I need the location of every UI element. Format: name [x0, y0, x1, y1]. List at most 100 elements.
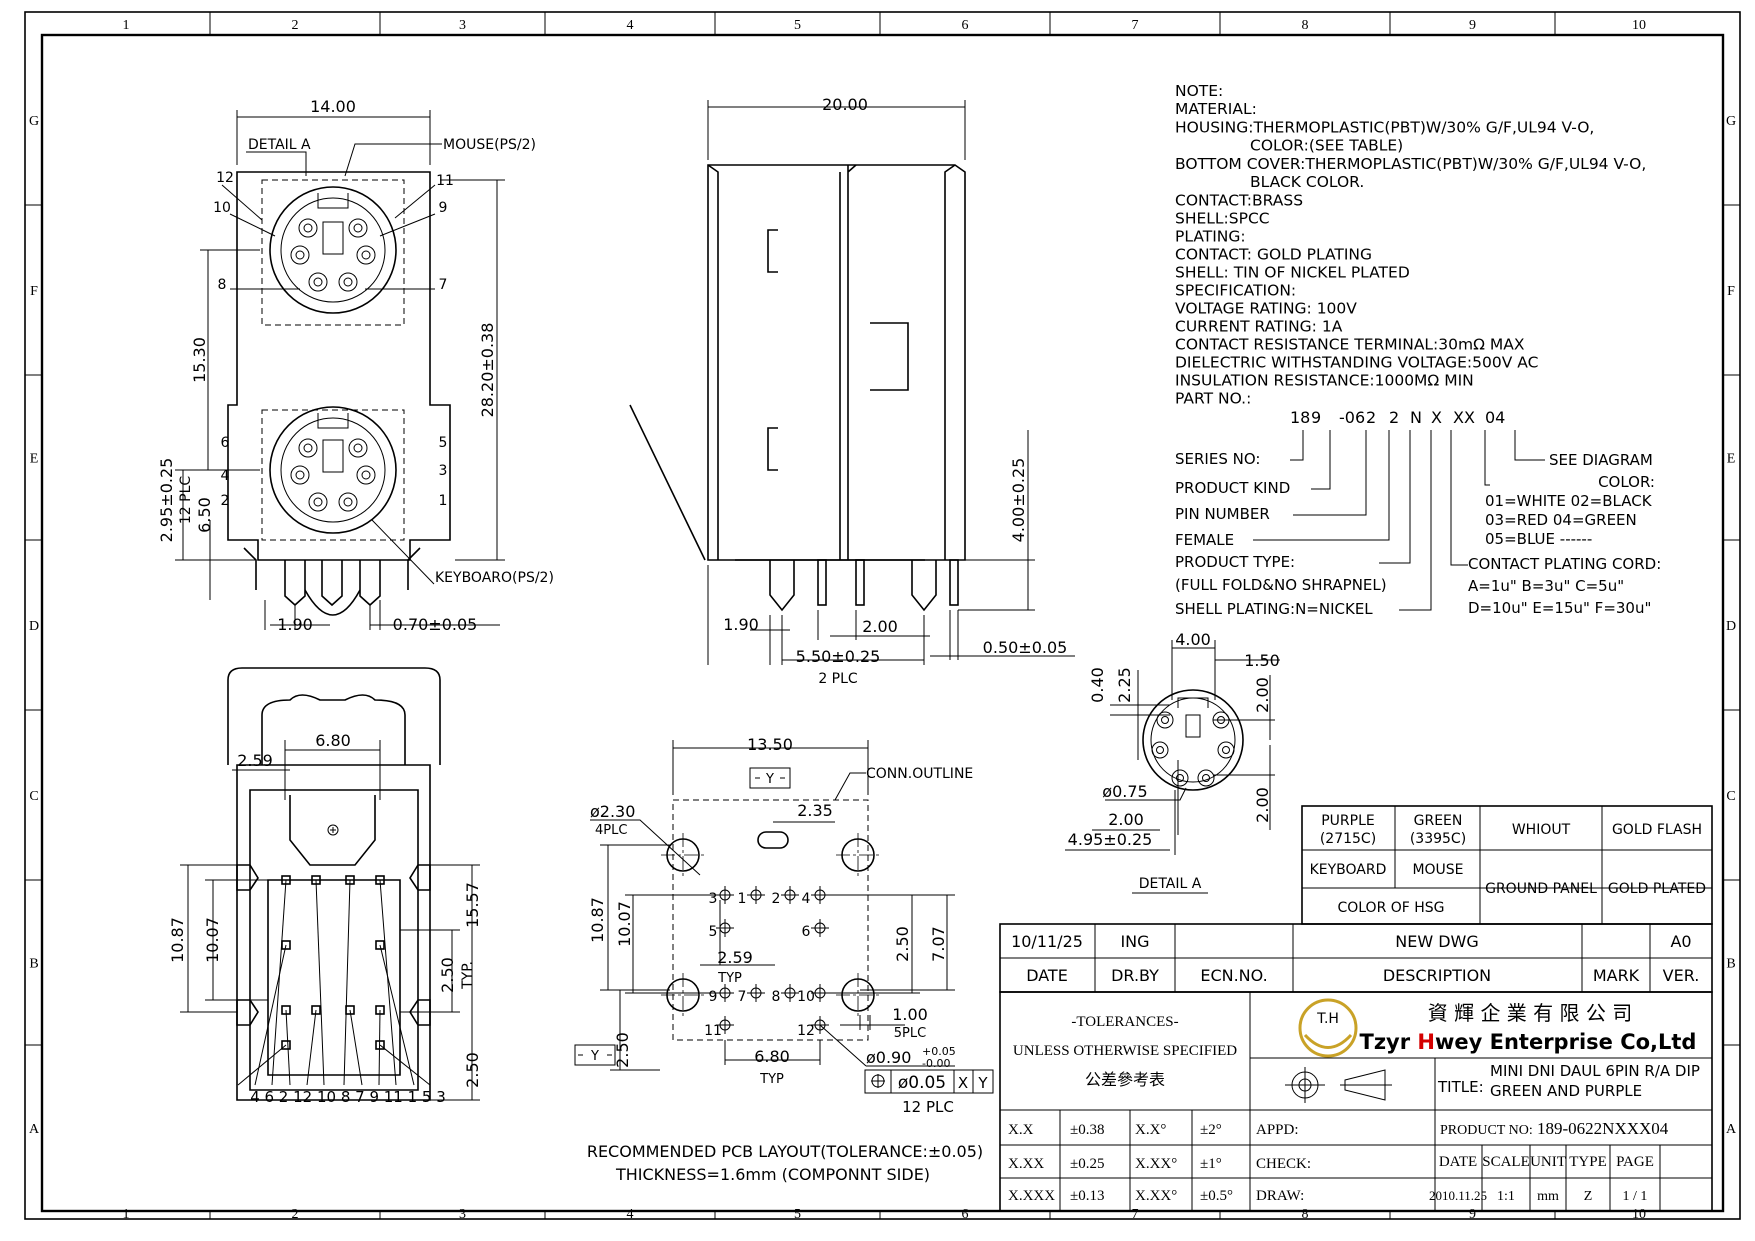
pin-hole-core: [313, 277, 323, 287]
tolerance-cell: ±1°: [1200, 1156, 1222, 1172]
side-dim-20-00: 20.00: [822, 95, 868, 114]
front-pin-number: 2: [221, 493, 230, 509]
mouse-label: MOUSE(PS/2): [443, 137, 536, 153]
pin-hole-core: [303, 223, 313, 233]
part-no-segment: 04: [1485, 408, 1505, 427]
dim-14-00: 14.00: [310, 97, 356, 116]
bottom-view-pin-fan: [237, 879, 431, 1086]
pcb-datum-y-2: Y: [590, 1049, 599, 1064]
pcb-typ-2: TYP: [759, 1072, 784, 1087]
material-notes: NOTE:MATERIAL:HOUSING:THERMOPLASTIC(PBT)…: [1175, 82, 1646, 408]
side-dim-1-90: 1.90: [723, 615, 759, 634]
note-line: CONTACT:BRASS: [1175, 192, 1303, 210]
bottom-pin-order: 4 6 2 12 10 8 7 9 11 1 5 3: [250, 1088, 446, 1106]
ct-green: GREEN: [1414, 813, 1463, 829]
pin-hole: [308, 272, 328, 292]
front-pin-number: 10: [213, 200, 231, 216]
front-pin-number: 12: [216, 170, 234, 186]
rev-desc-h: DESCRIPTION: [1383, 966, 1491, 985]
pin-hole-core: [353, 223, 363, 233]
detail-pin: [1171, 769, 1189, 787]
da-dim-2-25: 2.25: [1115, 667, 1134, 703]
frame-col-label-bottom: 6: [962, 1207, 969, 1222]
pcb-pin-label: 5: [709, 924, 718, 940]
pn-plating-label: CONTACT PLATING CORD:: [1468, 555, 1661, 573]
pn-color-3: 05=BLUE ------: [1485, 530, 1592, 548]
frame-row-label-right: C: [1726, 789, 1735, 804]
frame-row-label-right: B: [1726, 957, 1735, 972]
pcb-pin-label: 2: [772, 891, 781, 907]
tolerance-cell: ±0.5°: [1200, 1188, 1233, 1204]
rev-ver-h: VER.: [1663, 966, 1700, 985]
tolerance-cell: ±0.25: [1070, 1156, 1104, 1172]
title-block: -TOLERANCES- UNLESS OTHERWISE SPECIFIED …: [999, 991, 1713, 1212]
pcb-tol-plus: +0.05: [922, 1045, 956, 1058]
tolerance-cell: X.X: [1008, 1122, 1034, 1138]
v-scale: 1:1: [1497, 1189, 1515, 1204]
frame-col-label-bottom: 4: [627, 1207, 634, 1222]
pin-fan-line: [379, 944, 415, 1086]
pcb-pin-label: 7: [738, 989, 747, 1005]
pcb-pin-label: 11: [704, 1023, 722, 1039]
fcf-datum-x: X: [958, 1074, 968, 1092]
frame-col-label-bottom: 8: [1302, 1207, 1309, 1222]
frame-row-label-left: B: [29, 957, 38, 972]
note-line: PART NO.:: [1175, 390, 1251, 408]
pin-fan-line: [306, 1009, 317, 1086]
pn-color-label: COLOR:: [1598, 473, 1655, 491]
side-dim-0-50: 0.50±0.05: [983, 638, 1068, 657]
pin-hole-core: [361, 470, 371, 480]
front-top-pin-holes: [290, 218, 376, 292]
pin-fan-line: [378, 1009, 381, 1086]
side-dim-2-00: 2.00: [862, 617, 898, 636]
dim-0-70: 0.70±0.05: [393, 615, 478, 634]
pin-hole: [308, 492, 328, 512]
note-line: CONTACT RESISTANCE TERMINAL:30mΩ MAX: [1175, 336, 1525, 354]
note-line: SHELL: TIN OF NICKEL PLATED: [1175, 264, 1410, 282]
frame-col-label-top: 7: [1132, 18, 1139, 33]
tolerance-cell: X.XXX: [1008, 1188, 1055, 1204]
product-no-label: PRODUCT NO:: [1440, 1123, 1533, 1138]
pin-hole: [290, 245, 310, 265]
pin-fan-line: [349, 1009, 363, 1086]
front-pin-number: 9: [439, 200, 448, 216]
detail-pin: [1197, 769, 1215, 787]
pn-type-desc: (FULL FOLD&NO SHRAPNEL): [1175, 576, 1387, 594]
note-line: COLOR:(SEE TABLE): [1250, 137, 1403, 155]
part-no-segment: 18: [1290, 408, 1310, 427]
ct-purple: PURPLE: [1321, 813, 1375, 829]
tolerance-cell: ±0.13: [1070, 1188, 1104, 1204]
front-pin-number: 5: [439, 435, 448, 451]
pcb-plc12: 12 PLC: [902, 1098, 954, 1116]
side-dim-5-50: 5.50±0.25: [796, 647, 881, 666]
pin-fan-line: [285, 1009, 291, 1086]
part-no-segment: 2: [1366, 408, 1376, 427]
front-pin-number: 7: [439, 277, 448, 293]
pcb-pin-label: 10: [797, 989, 815, 1005]
tol-cn: 公差參考表: [1085, 1070, 1165, 1089]
pin-hole-core: [343, 277, 353, 287]
frame-col-label-bottom: 3: [459, 1207, 466, 1222]
leader-line: [229, 213, 276, 237]
bottom-dim-2-59: 2.59: [237, 751, 273, 770]
ct-mouse: MOUSE: [1412, 862, 1463, 878]
frame-row-label-right: A: [1726, 1122, 1737, 1137]
frame-col-label-bottom: 5: [794, 1207, 801, 1222]
frame-row-label-left: C: [29, 789, 38, 804]
pin-fan-line: [379, 879, 397, 1086]
company-en: Tzyr Hwey Enterprise Co,Ltd: [1360, 1030, 1697, 1054]
tolerance-cell: ±2°: [1200, 1122, 1222, 1138]
frame-col-label-bottom: 2: [292, 1207, 299, 1222]
pcb-dim-1-00: 1.00: [892, 1005, 928, 1024]
detail-pin-core: [1202, 774, 1210, 782]
pin-hole: [356, 245, 376, 265]
detail-pin-core: [1176, 774, 1184, 782]
note-line: PLATING:: [1175, 228, 1246, 246]
v-unit: mm: [1537, 1189, 1559, 1204]
